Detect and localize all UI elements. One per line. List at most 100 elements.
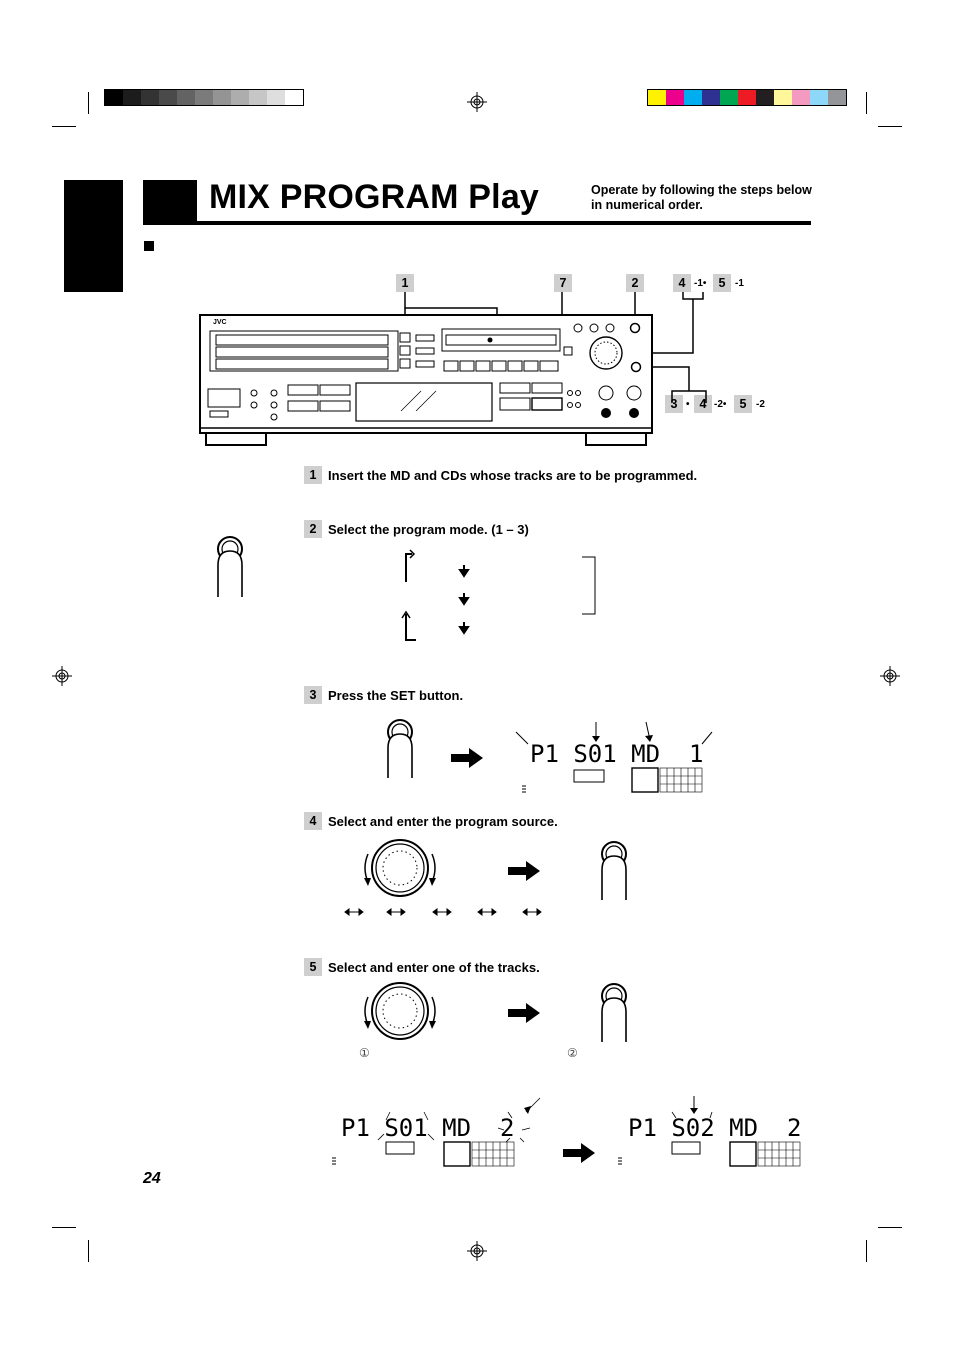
color-bar (647, 89, 847, 106)
step-3-text: Press the SET button. (328, 688, 464, 703)
crop-mark (866, 92, 867, 114)
right-arrow-icon (508, 861, 540, 881)
step-5-text: Select and enter one of the tracks. (328, 960, 540, 975)
color-swatch (684, 90, 702, 105)
finger-press-icon (217, 536, 243, 597)
title-rule (143, 221, 811, 225)
callout-1: 1 (396, 274, 414, 292)
callout-4b-sub: -2• (714, 399, 727, 410)
lcd-source: MD (729, 1114, 759, 1142)
gray-swatch (249, 90, 267, 105)
title-block (143, 180, 197, 221)
crop-mark (88, 92, 89, 114)
color-swatch (828, 90, 846, 105)
lcd-track: 1 (688, 740, 704, 768)
source-cycle-arrows (344, 908, 542, 916)
lcd-track: 2 (786, 1114, 802, 1142)
callout-3-sep: • (686, 399, 690, 410)
crop-mark (88, 1240, 89, 1262)
step-5-number: 5 (304, 958, 322, 976)
lcd-display-pointers (618, 1096, 801, 1167)
color-swatch (756, 90, 774, 105)
gray-swatch (123, 90, 141, 105)
page-subtitle: Operate by following the steps below in … (591, 183, 812, 212)
crop-mark (878, 126, 902, 127)
page-number: 24 (143, 1170, 161, 1187)
device-brand: JVC (213, 319, 227, 326)
registration-target-icon (52, 666, 72, 686)
lcd-step: S01 (384, 1114, 428, 1142)
callout-7: 7 (554, 274, 572, 292)
color-swatch (648, 90, 666, 105)
callout-3: 3 (665, 395, 683, 413)
callout-5b: 5 (734, 395, 752, 413)
crop-mark (878, 1227, 902, 1228)
gray-swatch (141, 90, 159, 105)
color-swatch (702, 90, 720, 105)
right-arrow-icon (563, 1143, 595, 1163)
lcd-step: S01 (573, 740, 617, 768)
color-swatch (666, 90, 684, 105)
page-title: MIX PROGRAM Play (209, 178, 540, 216)
color-swatch (810, 90, 828, 105)
step-2-text: Select the program mode. (1 – 3) (328, 522, 529, 537)
gray-swatch (231, 90, 249, 105)
substep-mark-2: ② (567, 1046, 578, 1060)
step-4-number: 4 (304, 812, 322, 830)
registration-target-icon (467, 92, 487, 112)
substep-mark-1: ① (359, 1046, 370, 1060)
callout-5b-sub: -2 (756, 399, 765, 410)
lcd-display-1: P1 S01 MD 1 (530, 740, 703, 768)
color-swatch (720, 90, 738, 105)
lcd-step: S02 (671, 1114, 715, 1142)
callout-4b: 4 (694, 395, 712, 413)
callout-4: 4 (673, 274, 691, 292)
lcd-program: P1 (628, 1114, 657, 1142)
gray-swatch (267, 90, 285, 105)
lcd-program: P1 (341, 1114, 370, 1142)
gray-swatch (177, 90, 195, 105)
gray-swatch (159, 90, 177, 105)
grayscale-bar (104, 89, 304, 106)
lcd-display-2: P1 S01 MD 2 (341, 1114, 514, 1142)
jog-dial-icon (364, 982, 436, 1040)
finger-press-icon (601, 983, 627, 1042)
callout-5-sub: -1 (735, 278, 744, 289)
gray-swatch (195, 90, 213, 105)
lcd-display-3: P1 S02 MD 2 (628, 1114, 801, 1142)
gray-swatch (285, 90, 303, 105)
callout-5: 5 (713, 274, 731, 292)
step-2-number: 2 (304, 520, 322, 538)
crop-mark (52, 126, 76, 127)
finger-press-icon (601, 841, 627, 900)
lcd-program: P1 (530, 740, 559, 768)
gray-swatch (105, 90, 123, 105)
callout-4-sub: -1• (694, 278, 707, 289)
callout-2: 2 (626, 274, 644, 292)
registration-target-icon (880, 666, 900, 686)
crop-mark (866, 1240, 867, 1262)
step-1-text: Insert the MD and CDs whose tracks are t… (328, 468, 698, 483)
lcd-source: MD (442, 1114, 472, 1142)
step-3-number: 3 (304, 686, 322, 704)
device-illustration (199, 292, 707, 446)
right-arrow-icon (508, 1003, 540, 1023)
step-4-text: Select and enter the program source. (328, 814, 558, 829)
step-1-number: 1 (304, 466, 322, 484)
finger-press-icon (387, 719, 413, 778)
registration-target-icon (467, 1241, 487, 1261)
lcd-source: MD (631, 740, 661, 768)
section-bullet (144, 241, 154, 251)
gray-swatch (213, 90, 231, 105)
lcd-display-pointers (332, 1097, 541, 1167)
color-swatch (792, 90, 810, 105)
color-swatch (774, 90, 792, 105)
lcd-display-pointers (515, 721, 713, 793)
right-arrow-icon (451, 748, 483, 768)
color-swatch (738, 90, 756, 105)
section-side-tab (64, 180, 123, 292)
crop-mark (52, 1227, 76, 1228)
lcd-track: 2 (499, 1114, 515, 1142)
jog-dial-icon (364, 839, 436, 897)
mode-cycle-diagram (401, 549, 596, 641)
